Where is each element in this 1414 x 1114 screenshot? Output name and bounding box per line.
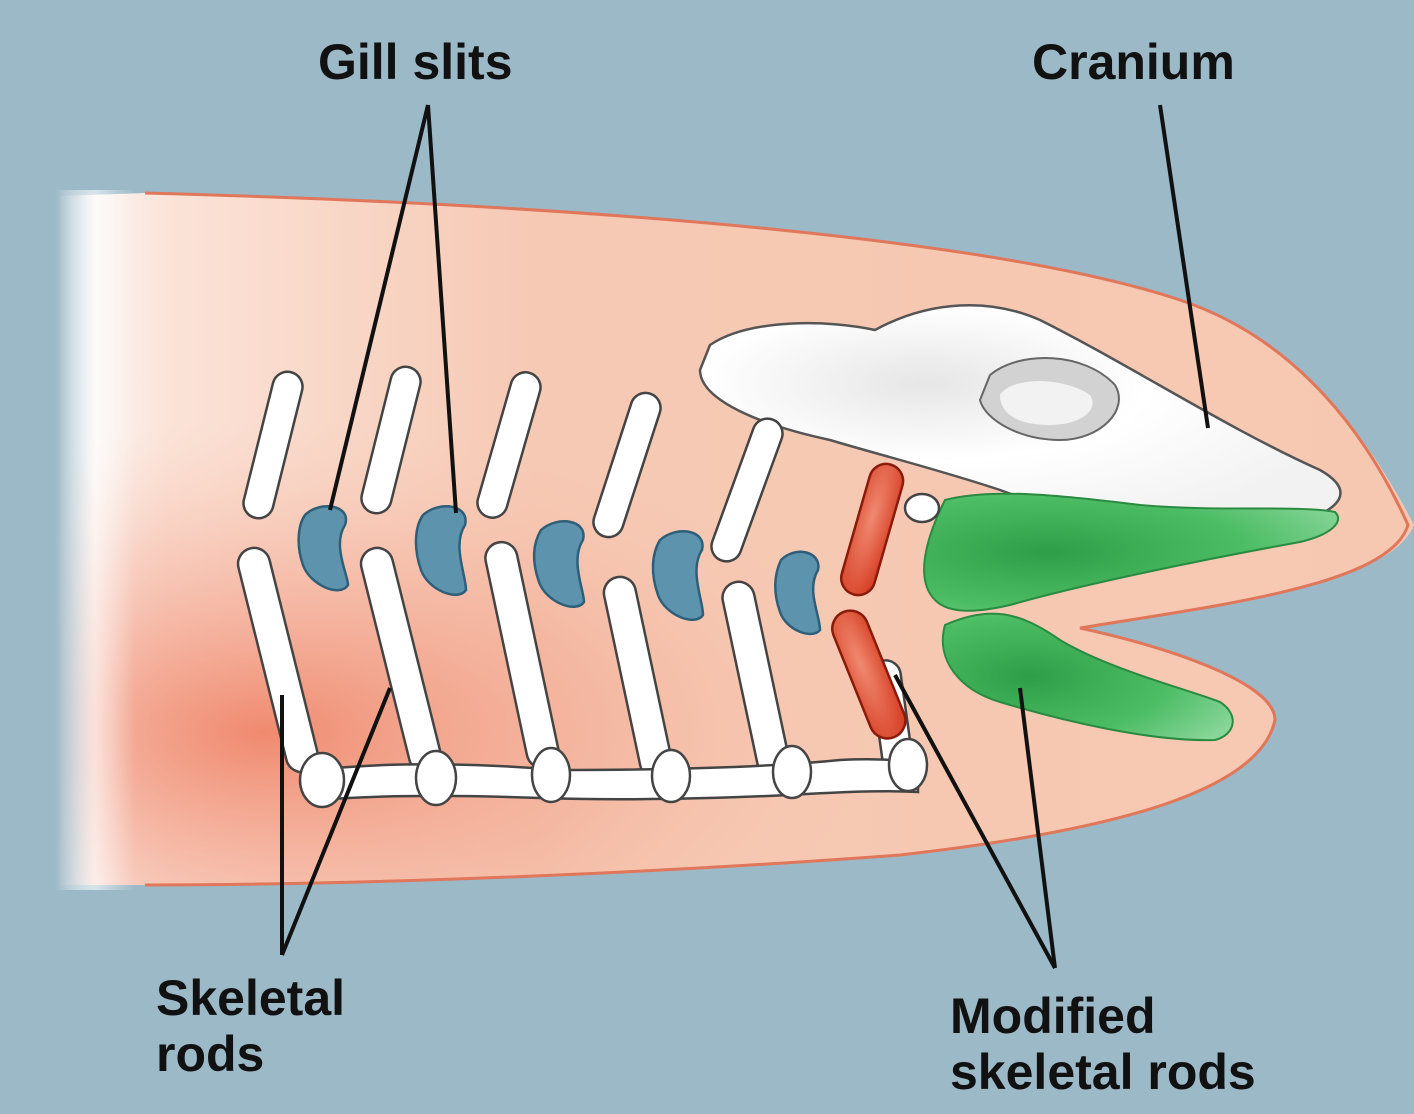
bar-joint-3 <box>530 746 572 804</box>
label-modified-line-1: Modified <box>950 988 1156 1044</box>
label-skeletal-rods: Skeletal rods <box>156 970 345 1082</box>
modified-skeletal-rods <box>831 462 907 740</box>
ventral-bar <box>298 737 929 809</box>
bar-joint-2 <box>414 749 458 807</box>
gill-slit-2 <box>414 505 468 596</box>
jaw-shapes <box>923 492 1340 742</box>
label-gill-slits: Gill slits <box>318 34 513 90</box>
upper-rod-1 <box>242 370 304 520</box>
label-modified-line-2: skeletal rods <box>950 1044 1256 1100</box>
cranium-shape <box>698 304 1342 530</box>
bar-joint-5 <box>771 744 813 800</box>
leader-modified-2 <box>1018 687 1057 969</box>
label-cranium: Cranium <box>1032 34 1235 90</box>
bar-joint-6 <box>887 737 929 793</box>
leader-modified-1 <box>893 674 1057 969</box>
label-skeletal-rods-line-2: rods <box>156 1026 265 1082</box>
small-cartilage <box>903 492 941 524</box>
label-skeletal-rods-line-1: Skeletal <box>156 970 346 1026</box>
leader-cranium <box>1158 104 1210 429</box>
leader-gill-2 <box>426 104 458 514</box>
modified-rod-upper <box>839 462 905 597</box>
leader-skeletal-2 <box>280 687 392 956</box>
gill-slits <box>297 505 822 636</box>
modified-rod-lower <box>831 609 907 740</box>
upper-skeletal-rods <box>242 365 784 563</box>
upper-rod-5 <box>710 417 784 563</box>
gill-slit-5 <box>774 550 822 636</box>
gill-slit-4 <box>651 530 705 621</box>
gill-slit-3 <box>532 520 586 608</box>
leader-gill-1 <box>328 104 430 511</box>
upper-rod-4 <box>592 391 662 539</box>
bar-joint-4 <box>650 748 692 804</box>
label-modified-skeletal-rods: Modified skeletal rods <box>950 988 1256 1100</box>
bar-joint-1 <box>298 751 346 809</box>
upper-rod-2 <box>360 365 422 515</box>
leader-lines <box>280 104 1210 969</box>
upper-rod-3 <box>476 371 542 519</box>
gill-slit-1 <box>297 505 350 592</box>
